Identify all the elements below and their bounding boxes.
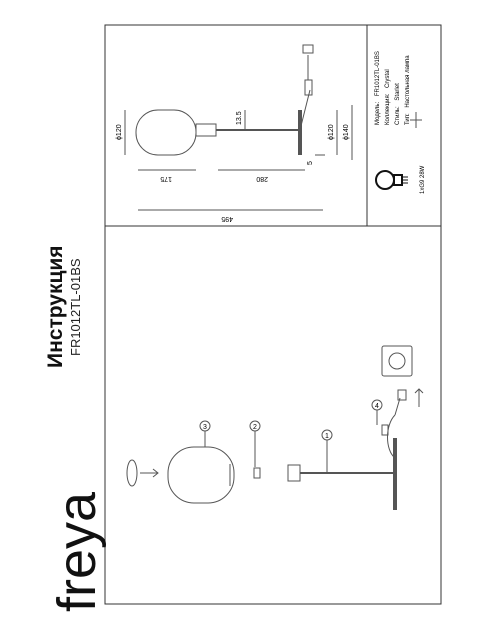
spec-label-style: Стиль: bbox=[395, 106, 401, 125]
plug-part bbox=[397, 389, 407, 401]
assembly-diagram: 3 2 1 4 bbox=[126, 345, 424, 510]
spec-row-style: Стиль: Starlet bbox=[395, 83, 401, 125]
page-frame bbox=[104, 24, 442, 605]
dim-label-arm-length: 280 bbox=[256, 175, 268, 182]
dim-label-base-bottom: ϕ140 bbox=[343, 124, 350, 140]
brand-logo: freya bbox=[47, 491, 107, 612]
spec-label-collection: Коллекция: bbox=[385, 93, 391, 125]
spec-value-collection: Crystal bbox=[385, 69, 391, 88]
power-cord bbox=[387, 414, 396, 459]
drawing-shade bbox=[135, 109, 197, 156]
callout-2 bbox=[249, 420, 261, 432]
dim-label-base-offset: 5 bbox=[307, 161, 314, 165]
ring-part bbox=[126, 459, 138, 487]
callout-3 bbox=[199, 420, 211, 432]
spec-row-model: Модель: FR1012TL-01BS bbox=[375, 51, 381, 125]
socket-face bbox=[388, 352, 406, 370]
spec-row-type: Тип: Настольная лампа bbox=[405, 55, 411, 125]
bulb-part bbox=[253, 467, 261, 479]
plug-arrow bbox=[414, 388, 424, 407]
callout-1 bbox=[321, 429, 333, 441]
technical-drawing: ϕ120 175 280 495 13.5 5 ϕ120 ϕ140 bbox=[116, 44, 353, 222]
dim-label-total-length: 495 bbox=[221, 215, 233, 222]
spec-panel: Модель: FR1012TL-01BS Коллекция: Crystal… bbox=[375, 51, 426, 194]
lampholder bbox=[287, 464, 301, 482]
spec-label-model: Модель: bbox=[375, 101, 381, 125]
wall-socket bbox=[381, 345, 413, 377]
spec-value-type: Настольная лампа bbox=[405, 55, 411, 108]
callout-3-label: 3 bbox=[203, 424, 207, 431]
cord-switch bbox=[381, 424, 389, 436]
spec-row-collection: Коллекция: Crystal bbox=[385, 69, 391, 125]
callout-1-label: 1 bbox=[325, 433, 329, 440]
document-title: Инструкция bbox=[44, 245, 67, 368]
dim-label-shade-width: 175 bbox=[160, 175, 172, 182]
drawing-cord bbox=[299, 89, 311, 131]
callout-2-label: 2 bbox=[253, 424, 257, 431]
bulb-spec: 1xG9 28W bbox=[420, 165, 426, 194]
spec-value-style: Starlet bbox=[395, 83, 401, 101]
bulb-icon bbox=[375, 170, 408, 190]
ring-arrow bbox=[140, 468, 159, 478]
spec-value-model: FR1012TL-01BS bbox=[375, 51, 381, 96]
dim-label-base-top: ϕ120 bbox=[328, 124, 335, 140]
drawing-switch bbox=[304, 79, 313, 96]
model-code: FR1012TL-01BS bbox=[68, 258, 83, 356]
table-lamp-icon bbox=[410, 112, 422, 128]
spec-label-type: Тип: bbox=[405, 113, 411, 125]
callout-4 bbox=[371, 399, 383, 411]
drawing-holder bbox=[195, 123, 217, 137]
glass-shade-part bbox=[167, 446, 235, 504]
cord-end bbox=[394, 397, 401, 416]
dim-label-height-offset: 13.5 bbox=[236, 111, 243, 125]
drawing-plug bbox=[302, 44, 314, 54]
dim-label-shade-diameter: ϕ120 bbox=[116, 124, 123, 140]
callout-4-label: 4 bbox=[375, 403, 379, 410]
